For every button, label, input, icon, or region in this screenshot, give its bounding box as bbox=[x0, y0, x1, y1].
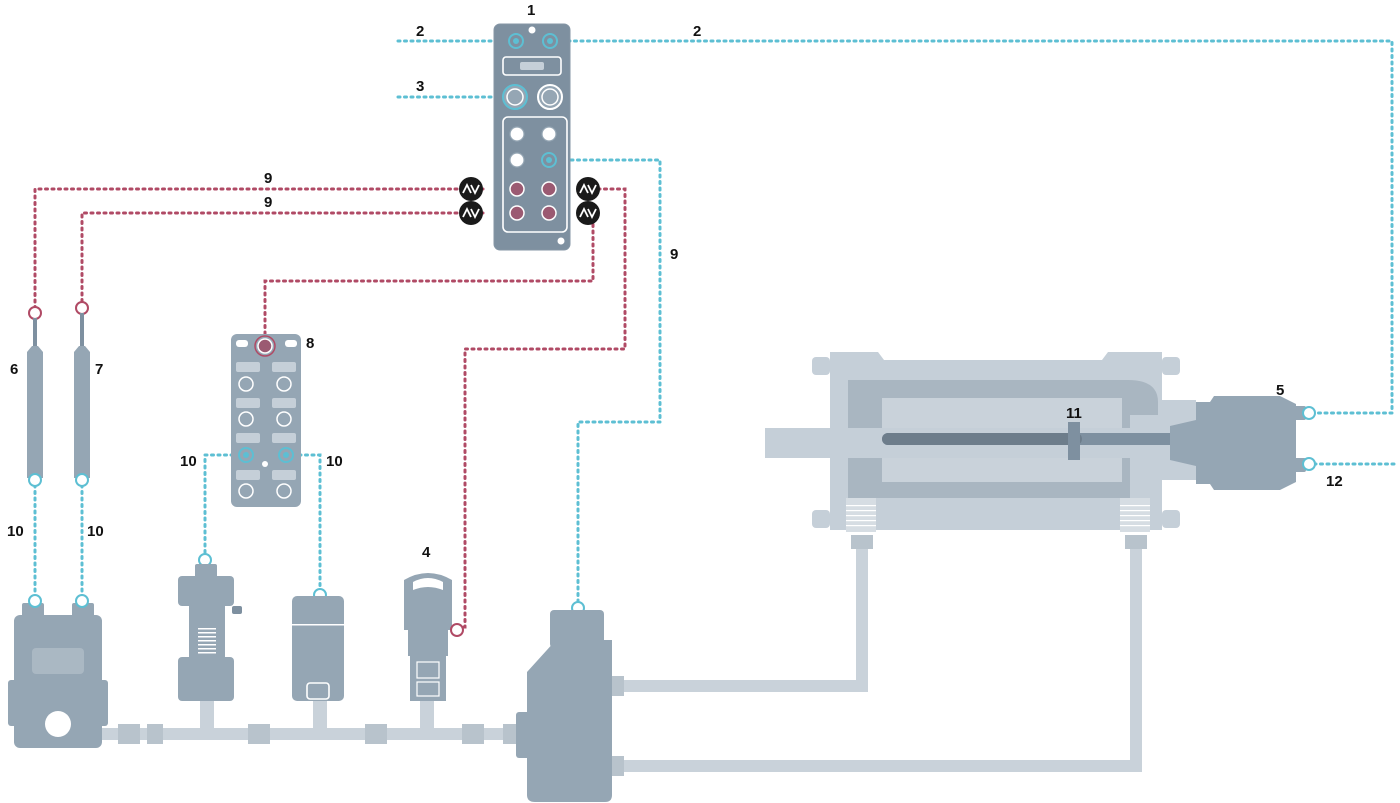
label-7: 7 bbox=[95, 361, 103, 378]
grill bbox=[198, 628, 216, 654]
temperature-sensor bbox=[292, 588, 344, 701]
sensor-probe-7 bbox=[74, 301, 90, 487]
pressure-sensor bbox=[404, 573, 464, 701]
label-10-probe-6: 10 bbox=[7, 523, 24, 540]
label-2-left: 2 bbox=[416, 23, 424, 40]
analog-converter-icon bbox=[459, 177, 600, 225]
label-1: 1 bbox=[527, 2, 535, 19]
label-4: 4 bbox=[422, 544, 431, 561]
label-9-top: 9 bbox=[264, 170, 272, 187]
label-5: 5 bbox=[1276, 382, 1284, 399]
flow-sensor bbox=[178, 553, 242, 701]
label-9-right: 9 bbox=[670, 246, 678, 263]
label-10-hub-left: 10 bbox=[180, 453, 197, 470]
label-2-right: 2 bbox=[693, 23, 701, 40]
label-6: 6 bbox=[10, 361, 18, 378]
io-link-master bbox=[493, 23, 571, 251]
sensor-probe-6 bbox=[27, 306, 43, 487]
label-3: 3 bbox=[416, 78, 424, 95]
label-10-hub-right: 10 bbox=[326, 453, 343, 470]
hydraulic-cylinder bbox=[765, 352, 1316, 532]
label-9-second: 9 bbox=[264, 194, 272, 211]
label-10-probe-7: 10 bbox=[87, 523, 104, 540]
label-12: 12 bbox=[1326, 473, 1343, 490]
cable-network bbox=[33, 39, 1397, 629]
label-8: 8 bbox=[306, 335, 314, 352]
callout-labels: 1 2 2 3 9 9 9 8 6 7 10 10 10 10 4 5 11 1… bbox=[7, 2, 1343, 561]
label-11: 11 bbox=[1066, 405, 1082, 422]
pipe-network bbox=[100, 535, 1147, 776]
control-valve bbox=[516, 601, 612, 802]
io-hub bbox=[231, 334, 301, 507]
bottom-left-unit bbox=[8, 594, 108, 748]
